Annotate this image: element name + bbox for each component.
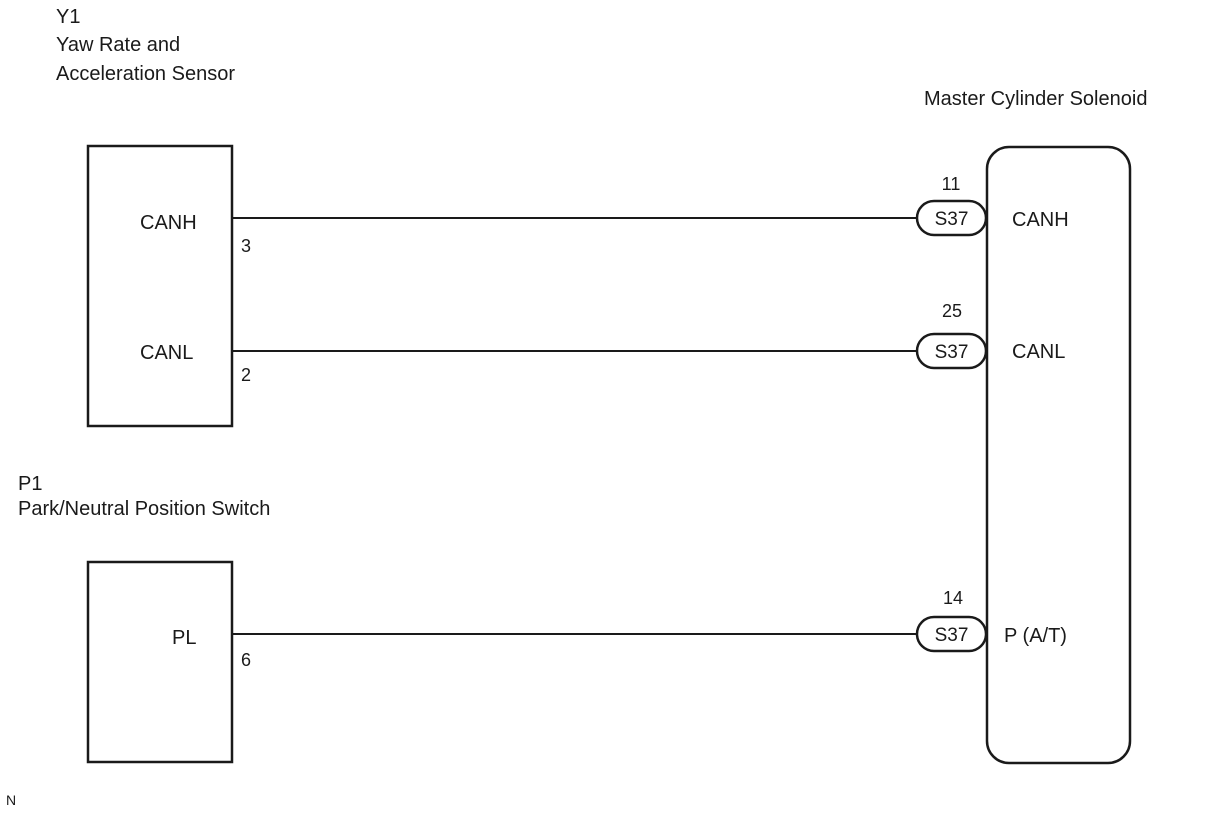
master-cylinder-pin-11: 11 bbox=[942, 174, 961, 194]
connector-s37-label: S37 bbox=[935, 625, 969, 646]
wire-canh: CANH 3 S37 11 CANH bbox=[140, 174, 1069, 256]
yaw-sensor-name-line1: Yaw Rate and bbox=[56, 34, 180, 56]
master-cylinder-canl-label: CANL bbox=[1012, 341, 1065, 363]
yaw-sensor-pin-2: 2 bbox=[241, 365, 251, 385]
pn-switch-code: P1 bbox=[18, 473, 42, 495]
master-cylinder-pin-25: 25 bbox=[942, 301, 962, 321]
yaw-sensor-canh-label: CANH bbox=[140, 212, 197, 234]
wire-pl: PL 6 S37 14 P (A/T) bbox=[172, 588, 1067, 670]
master-cylinder-box bbox=[985, 145, 1132, 765]
master-cylinder-canh-label: CANH bbox=[1012, 209, 1069, 231]
connector-s37-label: S37 bbox=[935, 209, 969, 230]
connector-s37-pill bbox=[915, 199, 988, 237]
master-cylinder-p-at-label: P (A/T) bbox=[1004, 625, 1067, 647]
yaw-sensor-canl-label: CANL bbox=[140, 342, 193, 364]
connector-s37-pill bbox=[915, 332, 988, 370]
wire-canl: CANL 2 S37 25 CANL bbox=[140, 301, 1065, 385]
pn-switch-pin-6: 6 bbox=[241, 650, 251, 670]
yaw-sensor-pin-3: 3 bbox=[241, 236, 251, 256]
master-cylinder-pin-14: 14 bbox=[943, 588, 963, 608]
yaw-sensor-box bbox=[86, 144, 234, 428]
connector-s37-pill bbox=[915, 615, 988, 653]
pn-switch-pl-label: PL bbox=[172, 627, 196, 649]
pn-switch-box bbox=[86, 560, 234, 764]
yaw-sensor-code: Y1 bbox=[56, 6, 80, 28]
connector-s37-label: S37 bbox=[935, 342, 969, 363]
master-cylinder-name: Master Cylinder Solenoid bbox=[924, 88, 1147, 110]
pn-switch-name: Park/Neutral Position Switch bbox=[18, 498, 270, 520]
yaw-sensor-name-line2: Acceleration Sensor bbox=[56, 63, 235, 85]
footer-mark: N bbox=[6, 792, 16, 808]
